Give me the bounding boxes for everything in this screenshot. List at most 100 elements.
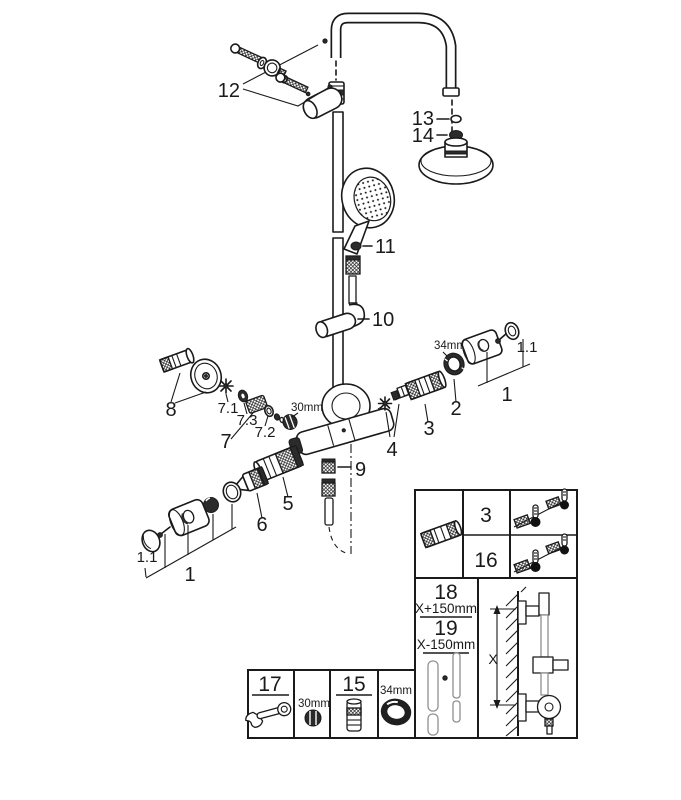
hose-nipple: [324, 497, 334, 526]
ring-34mm-icon: [380, 698, 412, 726]
hex-ring: [222, 481, 242, 503]
bracket-line: [144, 567, 147, 578]
s-union-8-group: 8: [158, 347, 223, 421]
dim-34mm-label: 34mm: [434, 340, 466, 352]
callout-14-label: 14: [412, 125, 434, 147]
tool-wrench-id: 17: [258, 673, 281, 696]
grease-thermometer-icons: [513, 488, 569, 529]
seal-ring-13: [450, 114, 462, 124]
arm-outlet-flange: [442, 87, 460, 97]
adapter-3-group: 3: [394, 370, 447, 440]
install-diagram: X: [488, 586, 569, 737]
leader-line: [385, 411, 391, 438]
wrench-icon: [245, 702, 292, 729]
callout-7-label: 7: [220, 431, 231, 453]
ring-7-2: [263, 404, 275, 418]
leader-line: [243, 402, 248, 415]
leader-line: [393, 403, 400, 438]
glide-holder-10: 10: [315, 303, 394, 339]
aerator-body: [245, 394, 268, 414]
valve-icon: [536, 694, 562, 720]
cap-ring-1-1: [504, 321, 520, 341]
callout-9-label: 9: [355, 459, 366, 481]
union-part-icon: [419, 520, 463, 549]
hose-connector-9-group: 9: [321, 458, 366, 555]
head-shower-group: 13 14: [412, 99, 494, 185]
glide-icon: [532, 656, 554, 674]
callout-12-label: 12: [218, 80, 240, 102]
nut-30mm-icon: [304, 709, 322, 727]
fixing-set-12: 12: [218, 43, 329, 107]
callout-8-label: 8: [165, 399, 176, 421]
grease-thermometer-icons: [513, 533, 569, 574]
tool-cartridge-id: 15: [342, 673, 365, 696]
leader-line: [225, 393, 229, 403]
bracket-line: [145, 526, 237, 579]
shower-rail-lower: [332, 237, 344, 389]
kit-row2-id: 16: [474, 549, 497, 572]
rail-gray: [540, 614, 549, 658]
wall-hatching: [505, 593, 519, 737]
rail-tube-icon: [427, 713, 439, 736]
tool-nut-size: 30mm: [298, 698, 330, 710]
escutcheon-wheel-8: [189, 358, 223, 394]
o-ring-7-3: [237, 389, 249, 403]
bracket-line: [477, 363, 531, 387]
rail-tube-icon: [452, 700, 461, 723]
callout-7-2-label: 7.2: [255, 424, 276, 441]
callout-10-label: 10: [372, 309, 394, 331]
fixing-screw-icon: [275, 72, 311, 97]
callout-13-label: 13: [412, 108, 434, 130]
hose-upper-end: [345, 255, 361, 311]
callout-line: [242, 87, 329, 107]
callout-6-label: 6: [256, 514, 267, 536]
wall-union-right-group: 1.1 1: [461, 321, 538, 406]
seal-11: [350, 241, 362, 251]
arm-set-screw-dot: [322, 38, 328, 44]
hand-shower-hose: [328, 526, 350, 555]
cap-nut-30mm: [282, 414, 298, 430]
callout-1-left-label: 1: [184, 564, 195, 586]
check-valve-4-group: 4: [377, 384, 410, 461]
tool-table: 17 30mm 15 34mm: [245, 669, 416, 739]
callout-2-label: 2: [450, 398, 461, 420]
callout-7-1-label: 7.1: [218, 400, 239, 417]
nut-2-group: 34mm 2: [434, 340, 466, 420]
leader-line: [424, 403, 429, 423]
callout-1-1-left-label: 1.1: [137, 549, 158, 566]
hand-shower: [340, 167, 396, 255]
leader-line: [282, 476, 289, 498]
dimension-x-arrow: X: [488, 605, 516, 709]
cartridge-15-icon: [346, 698, 362, 732]
callout-11-label: 11: [375, 236, 396, 258]
length-item2-value: X-150mm: [417, 637, 476, 652]
dimension-x-label: X: [488, 651, 498, 667]
callout-1-1-right-label: 1.1: [517, 339, 538, 356]
length-table: 18 X+150mm 19 X-150mm: [415, 578, 479, 738]
hand-shower-handle: [343, 220, 370, 255]
dim-30mm-label: 30mm: [291, 402, 323, 414]
callout-1-right-label: 1: [501, 384, 512, 406]
callout-4-label: 4: [386, 439, 397, 461]
cartridge-5-group: 5: [253, 444, 305, 515]
length-item2-id: 19: [434, 617, 457, 640]
top-bracket-flange: [517, 600, 527, 625]
leader-line: [256, 492, 263, 519]
rail-tube-icon: [452, 652, 461, 699]
wall-union-left-group: 1.1 1: [137, 481, 242, 586]
callout-5-label: 5: [282, 493, 293, 515]
screw-icon: [160, 526, 171, 535]
shower-rail-upper: [332, 111, 344, 233]
check-valve-11-group: 11: [350, 236, 396, 258]
leader-line: [453, 378, 457, 403]
leader-line: [264, 415, 269, 427]
length-item1-id: 18: [434, 581, 457, 604]
cap-ring-1-1-left: [141, 529, 161, 553]
valve-flange: [517, 693, 527, 722]
callout-3-label: 3: [423, 418, 434, 440]
length-item1-value: X+150mm: [415, 601, 477, 616]
leader-line: [291, 412, 299, 418]
fixing-screw-icon: [230, 43, 263, 64]
